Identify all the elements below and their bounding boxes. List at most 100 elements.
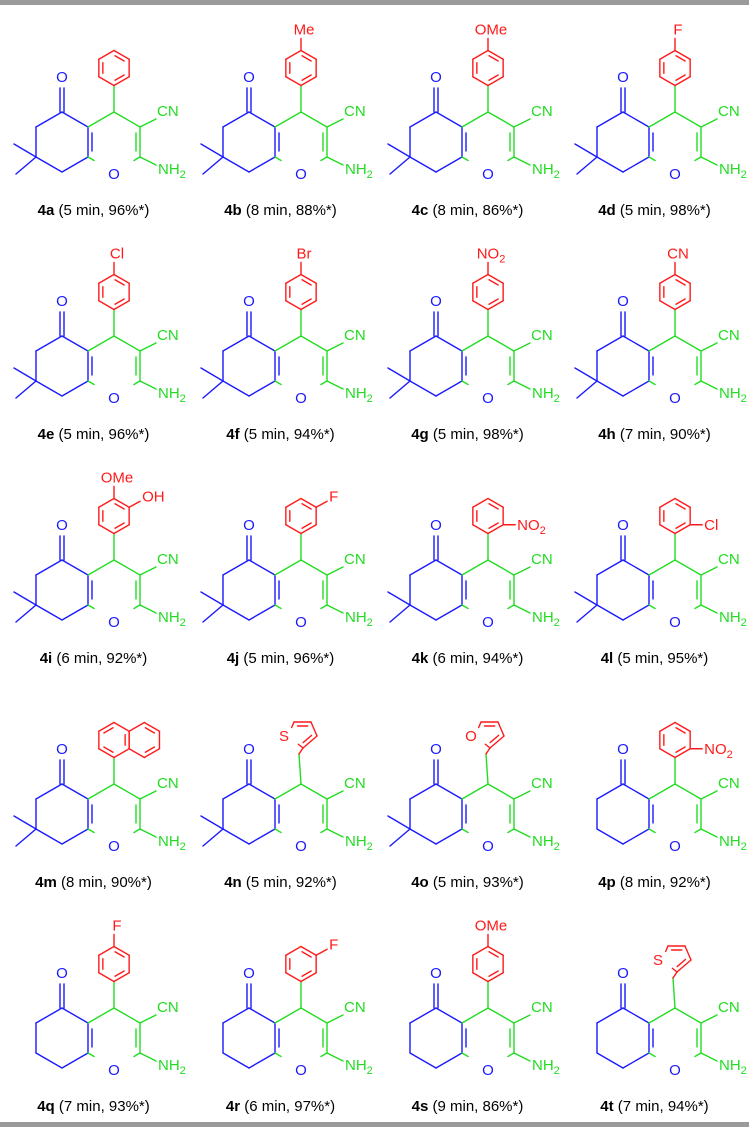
- ketone-oxygen: O: [56, 69, 68, 86]
- aryl-bond: [488, 279, 499, 286]
- compound-conditions: (5 min, 96%*): [54, 426, 150, 443]
- ketone-oxygen: O: [430, 517, 442, 534]
- aryl-bond: [301, 503, 312, 510]
- nitrile-bond: [513, 566, 531, 576]
- compound-id: 4m: [35, 874, 57, 891]
- methyl-bond: [389, 380, 411, 399]
- methyl-bond: [200, 367, 224, 382]
- aryl-bond: [98, 49, 115, 60]
- aryl-link-bond: [485, 753, 489, 785]
- ketone-oxygen: O: [56, 741, 68, 758]
- aryl-bond: [285, 49, 302, 60]
- ring-oxygen: O: [108, 390, 120, 407]
- aryl-bond: [98, 300, 115, 311]
- ring-oxygen: O: [482, 614, 494, 631]
- nitrile-label: CN: [344, 551, 366, 568]
- core-bond: [435, 156, 463, 173]
- core-bond: [409, 335, 437, 352]
- methyl-bond: [576, 604, 598, 623]
- ring-oxygen: O: [669, 390, 681, 407]
- nitrile-bond: [139, 790, 157, 800]
- aryl-bond: [113, 524, 130, 535]
- heteroatom-label: S: [279, 728, 289, 745]
- compound-conditions: (5 min, 98%*): [615, 202, 711, 219]
- pyran-bond: [274, 828, 282, 834]
- aryl-bond: [488, 74, 499, 81]
- substituent-label: Cl: [704, 517, 718, 534]
- amine-label: NH2: [345, 609, 373, 629]
- nitrile-label: CN: [157, 551, 179, 568]
- core-bond: [622, 559, 650, 576]
- pyran-bond: [648, 559, 676, 576]
- compound-conditions: (5 min, 98%*): [428, 426, 524, 443]
- nitrile-bond: [513, 1014, 531, 1024]
- substituent-label: NO2: [517, 517, 546, 537]
- core-bond: [248, 1052, 276, 1069]
- aryl-bond: [301, 970, 312, 977]
- aryl-bond: [488, 503, 499, 510]
- compound-caption: 4d (5 min, 98%*): [561, 202, 748, 219]
- ring-oxygen: O: [669, 166, 681, 183]
- core-bond: [35, 380, 63, 397]
- aryl-bond: [472, 49, 489, 60]
- pyran-bond: [487, 559, 515, 576]
- pyran-bond: [648, 783, 676, 800]
- nitrile-label: CN: [157, 999, 179, 1016]
- pyran-bond: [487, 1007, 515, 1024]
- amine-label: NH2: [158, 385, 186, 405]
- core-bond: [596, 380, 624, 397]
- nitrile-bond: [139, 1014, 157, 1024]
- ring-oxygen: O: [108, 614, 120, 631]
- core-bond: [596, 335, 624, 352]
- methyl-bond: [576, 380, 598, 399]
- core-bond: [222, 559, 250, 576]
- pyran-bond: [648, 1007, 676, 1024]
- nitrile-bond: [700, 566, 718, 576]
- aryl-bond: [489, 734, 500, 744]
- pyran-bond: [87, 559, 115, 576]
- aryl-bond: [300, 49, 317, 60]
- ketone-oxygen: O: [430, 741, 442, 758]
- nitrile-label: CN: [718, 103, 740, 120]
- pyran-bond: [487, 335, 515, 352]
- pyran-bond: [274, 604, 282, 610]
- aryl-bond: [674, 300, 691, 311]
- aryl-bond: [472, 76, 489, 87]
- pyran-bond: [461, 604, 469, 610]
- substituent-label: CN: [667, 245, 689, 262]
- amine-bond: [513, 156, 531, 166]
- aryl-bond: [128, 748, 146, 759]
- compound-conditions: (8 min, 92%*): [615, 874, 711, 891]
- ketone-oxygen: O: [430, 293, 442, 310]
- amine-bond: [700, 828, 718, 838]
- substituent-label: F: [112, 917, 121, 934]
- core-bond: [435, 1007, 463, 1024]
- amine-label: NH2: [158, 1057, 186, 1077]
- pyran-bond: [648, 156, 656, 162]
- pyran-bond: [113, 559, 141, 576]
- compound-caption: 4c (8 min, 86%*): [374, 202, 561, 219]
- aryl-bond: [113, 497, 130, 508]
- compound-id: 4i: [39, 650, 53, 667]
- aryl-bond: [300, 497, 317, 508]
- compound-caption: 4j (5 min, 96%*): [187, 650, 374, 667]
- amine-label: NH2: [158, 833, 186, 853]
- aryl-bond: [285, 76, 302, 87]
- core-bond: [248, 559, 276, 576]
- amine-bond: [139, 380, 157, 390]
- aryl-bond: [664, 945, 669, 953]
- methyl-bond: [387, 591, 411, 606]
- pyran-bond: [87, 828, 95, 834]
- aryl-bond: [300, 273, 317, 284]
- aryl-bond: [659, 49, 676, 60]
- pyran-bond: [461, 1052, 469, 1058]
- aryl-bond: [114, 970, 125, 977]
- aryl-bond: [114, 522, 125, 529]
